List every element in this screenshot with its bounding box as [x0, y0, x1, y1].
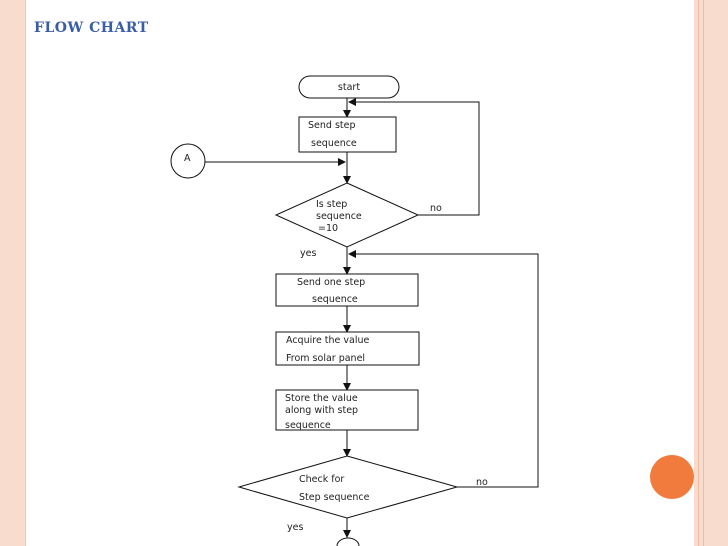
no-loop-line [348, 98, 480, 216]
store-text: sequence [285, 420, 331, 431]
connector-a-circle [170, 143, 206, 179]
send-one-step-text: Send one step [297, 277, 365, 288]
no-loop-line [348, 250, 539, 488]
acquire-text: From solar panel [286, 353, 365, 364]
decision-check-step-sequence [237, 455, 459, 519]
store-text: Store the value [285, 393, 358, 404]
send-step-text: Send step [308, 120, 356, 131]
decorative-dot [650, 455, 694, 499]
store-value-box [275, 389, 419, 431]
right-border-line [698, 0, 699, 546]
acquire-value-box [275, 331, 420, 366]
store-text: along with step [285, 405, 358, 416]
decision2-text: Check for [299, 474, 344, 485]
decision1-text: sequence [316, 211, 362, 222]
decision1-yes-label: yes [300, 248, 316, 259]
send-step-text: sequence [311, 138, 357, 149]
acquire-text: Acquire the value [286, 335, 370, 346]
send-step-box [298, 116, 397, 153]
decision1-text: =10 [318, 223, 338, 234]
left-border-line [25, 0, 26, 546]
connector-a-label: A [184, 153, 191, 164]
send-one-step-box [275, 273, 419, 307]
right-border-line [703, 0, 704, 546]
decision2-text: Step sequence [299, 492, 370, 503]
start-label: start [338, 82, 360, 93]
decision1-no-label: no [430, 203, 442, 214]
right-border-decoration [694, 0, 728, 546]
slide-title: FLOW CHART [34, 20, 149, 36]
send-one-step-text: sequence [312, 294, 358, 305]
decision1-text: Is step [316, 199, 347, 210]
left-border-decoration [0, 0, 26, 546]
decision2-yes-label: yes [287, 522, 303, 533]
decision2-no-label: no [476, 477, 488, 488]
continuation-terminator [336, 537, 360, 546]
